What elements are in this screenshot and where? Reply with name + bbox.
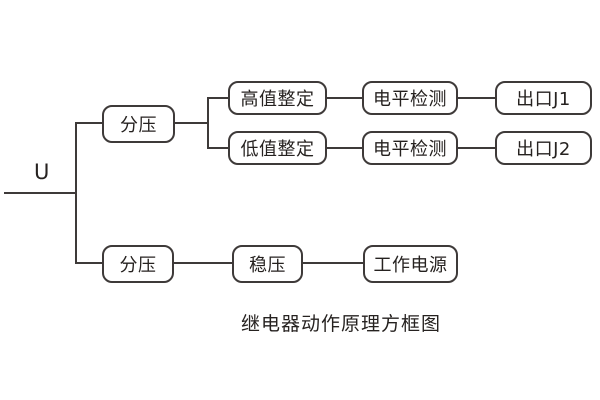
node-label: 稳压 <box>249 255 286 276</box>
node-voltage-regulator: 稳压 <box>232 245 303 283</box>
divider-to-regulator-line <box>173 262 233 264</box>
node-high-value-setting: 高值整定 <box>228 81 327 115</box>
node-label: 出口J2 <box>516 139 571 160</box>
node-output-j2: 出口J2 <box>495 131 592 165</box>
branch-vertical-line <box>207 97 209 149</box>
node-label: 出口J1 <box>516 89 571 110</box>
node-label: 电平检测 <box>373 89 447 110</box>
node-label: 分压 <box>120 115 157 136</box>
top-elbow-line <box>75 122 104 124</box>
input-line <box>4 192 76 194</box>
node-working-power-supply: 工作电源 <box>363 245 458 283</box>
divider-to-branch-line <box>174 122 208 124</box>
branch-to-high-line <box>207 97 230 99</box>
level-to-j1-line <box>457 97 496 99</box>
node-voltage-divider-top: 分压 <box>102 105 175 143</box>
level-to-j2-line <box>457 147 496 149</box>
bottom-elbow-line <box>75 262 104 264</box>
node-level-detection-2: 电平检测 <box>362 131 458 165</box>
node-label: 低值整定 <box>240 139 315 160</box>
node-label: 工作电源 <box>373 255 448 276</box>
input-voltage-label: U <box>34 160 50 184</box>
node-label: 分压 <box>119 255 157 276</box>
high-to-level-line <box>326 97 363 99</box>
trunk-vertical-line <box>75 122 77 264</box>
node-label: 高值整定 <box>240 89 315 110</box>
node-voltage-divider-bottom: 分压 <box>102 245 174 283</box>
node-level-detection-1: 电平检测 <box>362 81 458 115</box>
node-low-value-setting: 低值整定 <box>228 131 327 165</box>
regulator-to-power-line <box>302 262 364 264</box>
branch-to-low-line <box>207 147 230 149</box>
diagram-caption: 继电器动作原理方框图 <box>240 313 441 335</box>
node-output-j1: 出口J1 <box>495 81 592 115</box>
low-to-level-line <box>326 147 363 149</box>
node-label: 电平检测 <box>373 139 447 160</box>
